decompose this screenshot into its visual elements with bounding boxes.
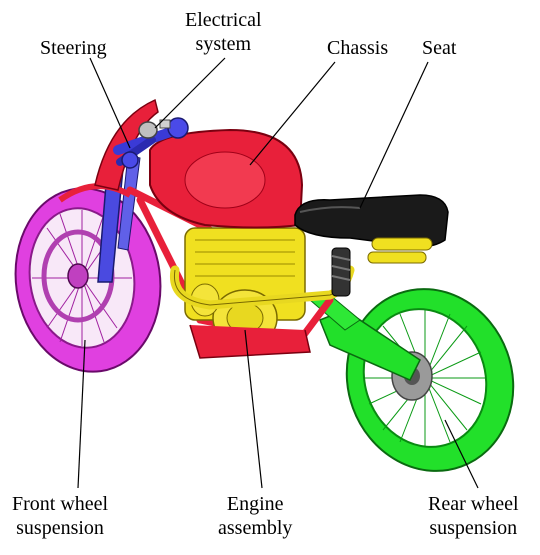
tail-pipes — [367, 237, 433, 264]
rear-wheel — [345, 288, 515, 472]
engine-label-line1: Engine — [226, 493, 284, 515]
seat-label: Seat — [422, 37, 457, 59]
front-fender — [58, 183, 132, 203]
rear-wheel-label-line1: Rear wheel — [428, 493, 519, 515]
steering-label: Steering — [40, 37, 107, 59]
engine-assembly-label: Engine assembly — [218, 492, 292, 540]
leader-lines — [77, 57, 479, 489]
chassis-label: Chassis — [327, 37, 389, 59]
electrical-components — [138, 119, 171, 139]
frame-skid — [189, 324, 311, 359]
rear-wheel-label-line2: suspension — [429, 517, 518, 539]
front-wheel-label-line2: suspension — [16, 517, 104, 539]
electrical-label-line2: system — [195, 33, 252, 55]
rear-shock — [331, 247, 351, 297]
electrical-label: Electrical system — [185, 8, 262, 56]
rear-wheel-suspension-label: Rear wheel suspension — [428, 492, 519, 540]
front-wheel-suspension-label: Front wheel suspension — [12, 492, 108, 540]
front-wheel-label-line1: Front wheel — [12, 493, 109, 515]
electrical-label-line1: Electrical — [185, 9, 262, 31]
handlebar — [113, 117, 189, 169]
engine-label-line2: assembly — [218, 517, 293, 539]
